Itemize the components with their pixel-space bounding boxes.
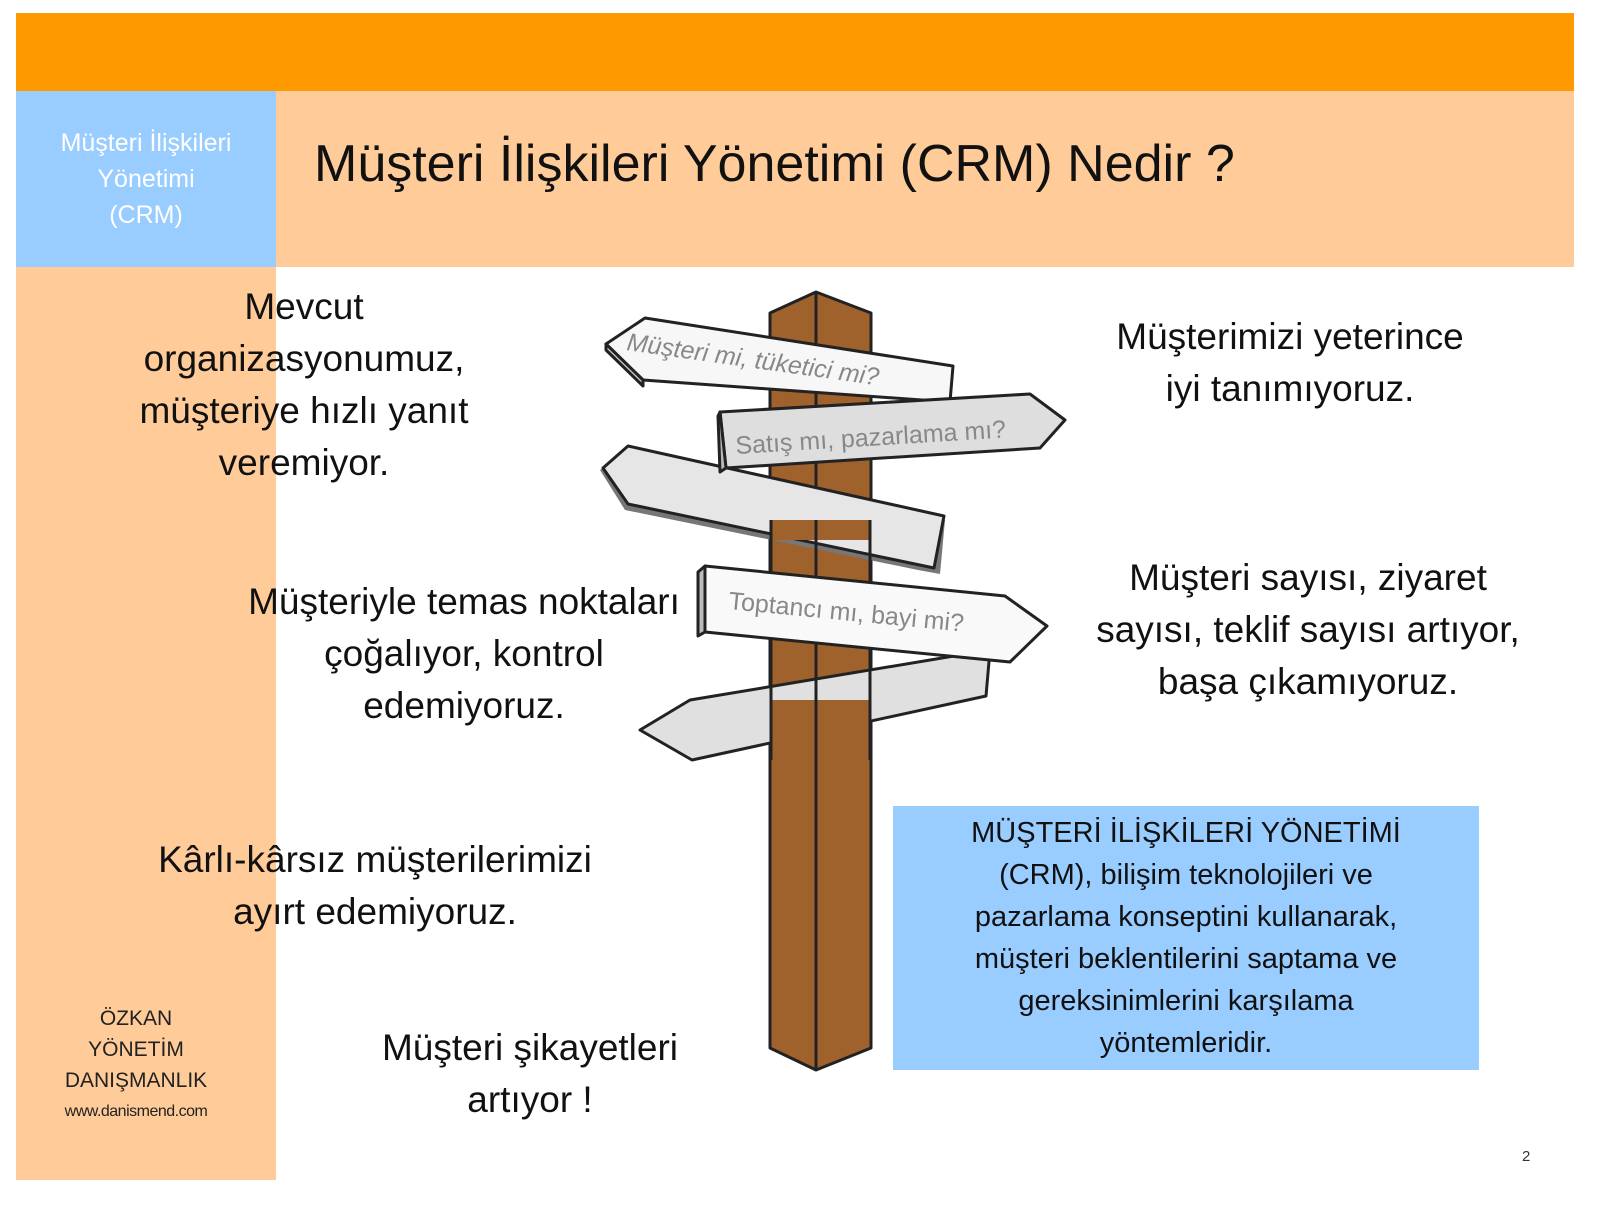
- definition-line: gereksinimlerini karşılama: [1018, 985, 1354, 1017]
- statement-profitability: Kârlı-kârsız müşterilerimizi ayırt edemi…: [110, 834, 640, 938]
- statement-line: müşteriye hızlı yanıt: [139, 390, 469, 431]
- section-label-line: Yönetimi: [97, 165, 195, 193]
- company-branding: ÖZKAN YÖNETİM DANIŞMANLIK www.danismend.…: [16, 1003, 256, 1127]
- statement-line: veremiyor.: [218, 442, 390, 483]
- statement-know-customer: Müşterimizi yeterince iyi tanımıyoruz.: [1060, 311, 1520, 415]
- top-accent-bar: [16, 13, 1574, 91]
- statement-line: Müşterimizi yeterince: [1116, 316, 1464, 357]
- section-label: Müşteri İlişkileri Yönetimi (CRM): [16, 91, 276, 267]
- statement-line: ayırt edemiyoruz.: [233, 891, 517, 932]
- brand-line: YÖNETİM: [88, 1038, 184, 1061]
- statement-volume: Müşteri sayısı, ziyaret sayısı, teklif s…: [1048, 552, 1568, 708]
- statement-line: Müşteriyle temas noktaları: [248, 581, 680, 622]
- crm-definition-box: MÜŞTERİ İLİŞKİLERİ YÖNETİMİ (CRM), biliş…: [893, 806, 1479, 1070]
- definition-line: (CRM), bilişim teknolojileri ve: [999, 859, 1373, 891]
- statement-line: başa çıkamıyoruz.: [1157, 661, 1459, 702]
- statement-organization: Mevcut organizasyonumuz, müşteriye hızlı…: [104, 281, 504, 489]
- statement-touchpoints: Müşteriyle temas noktaları çoğalıyor, ko…: [204, 576, 724, 732]
- brand-line: DANIŞMANLIK: [64, 1069, 208, 1092]
- statement-line: iyi tanımıyoruz.: [1165, 368, 1415, 409]
- statement-line: Müşteri sayısı, ziyaret: [1129, 557, 1487, 598]
- company-website-link[interactable]: www.danismend.com: [64, 1103, 208, 1120]
- page-title: Müşteri İlişkileri Yönetimi (CRM) Nedir …: [314, 135, 1235, 193]
- definition-line: yöntemleridir.: [1099, 1027, 1273, 1059]
- statement-line: organizasyonumuz,: [143, 338, 465, 379]
- statement-line: sayısı, teklif sayısı artıyor,: [1096, 609, 1520, 650]
- left-column: [16, 267, 276, 1180]
- statement-complaints: Müşteri şikayetleri artıyor !: [340, 1022, 720, 1126]
- section-label-line: Müşteri İlişkileri: [60, 129, 232, 157]
- statement-line: artıyor !: [467, 1079, 593, 1120]
- section-label-line: (CRM): [109, 201, 183, 229]
- statement-line: Mevcut: [244, 286, 364, 327]
- brand-line: ÖZKAN: [99, 1007, 173, 1030]
- statement-line: Müşteri şikayetleri: [381, 1027, 679, 1068]
- definition-line: MÜŞTERİ İLİŞKİLERİ YÖNETİMİ: [971, 817, 1401, 849]
- statement-line: edemiyoruz.: [363, 685, 565, 726]
- definition-line: müşteri beklentilerini saptama ve: [974, 943, 1398, 975]
- definition-line: pazarlama konseptini kullanarak,: [974, 901, 1398, 933]
- statement-line: Kârlı-kârsız müşterilerimizi: [158, 839, 592, 880]
- statement-line: çoğalıyor, kontrol: [324, 633, 604, 674]
- page-number: 2: [1522, 1148, 1531, 1165]
